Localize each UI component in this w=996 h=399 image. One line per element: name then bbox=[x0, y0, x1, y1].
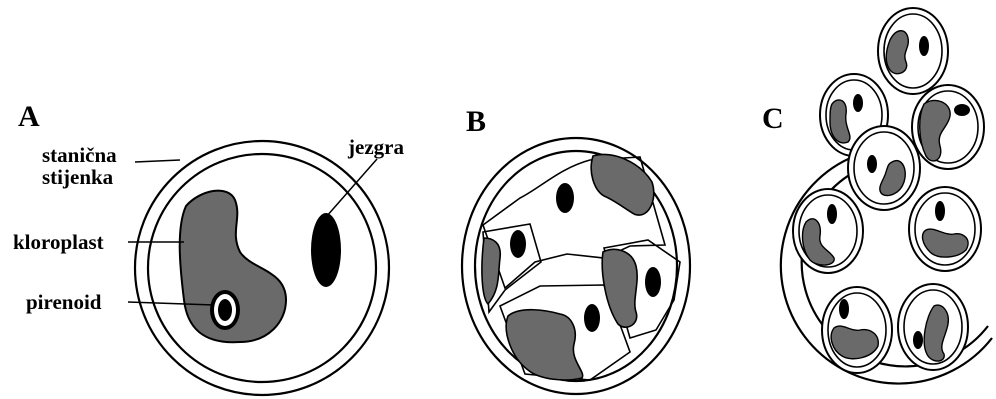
label-pyrenoid: pirenoid bbox=[26, 290, 102, 314]
nucleus-shape bbox=[867, 155, 877, 173]
nucleus-shape bbox=[913, 331, 923, 349]
panel-a: A stanična stijenka jezgra kloroplast pi… bbox=[13, 100, 404, 395]
daughter-cell-wall-outer bbox=[909, 187, 981, 271]
nucleus-shape bbox=[510, 230, 526, 258]
daughter-cell bbox=[898, 284, 968, 370]
daughter-cell-wall-outer bbox=[848, 126, 920, 210]
leader-cell-wall bbox=[135, 160, 180, 162]
panel-c: C bbox=[762, 8, 992, 384]
daughter-cell bbox=[909, 187, 981, 271]
daughter-cell bbox=[822, 287, 892, 373]
nucleus-shape bbox=[919, 36, 929, 56]
leader-nucleus bbox=[326, 159, 377, 217]
label-chloroplast: kloroplast bbox=[13, 230, 104, 254]
daughter-cell bbox=[878, 8, 948, 94]
panel-b-letter: B bbox=[466, 105, 486, 138]
chloroplast-shape bbox=[602, 249, 637, 327]
label-cell-wall-line1: stanična bbox=[42, 143, 117, 167]
nucleus-shape bbox=[311, 213, 341, 287]
pyrenoid-core bbox=[218, 299, 232, 321]
chloroplast-shape bbox=[831, 326, 878, 359]
nucleus-shape bbox=[645, 267, 661, 297]
nucleus-shape bbox=[954, 104, 970, 116]
daughter-cell bbox=[848, 126, 920, 210]
chloroplast-shape bbox=[506, 310, 582, 380]
label-nucleus: jezgra bbox=[347, 135, 404, 159]
nucleus-shape bbox=[556, 183, 574, 213]
panel-c-letter: C bbox=[762, 102, 784, 135]
label-cell-wall-line2: stijenka bbox=[42, 165, 114, 189]
panel-b: B bbox=[462, 105, 690, 394]
nucleus-shape bbox=[584, 304, 600, 332]
nucleus-shape bbox=[827, 204, 837, 224]
chloroplast-shape bbox=[482, 238, 500, 304]
daughter-cell bbox=[793, 189, 863, 273]
panel-a-letter: A bbox=[18, 100, 40, 133]
daughter-cell bbox=[912, 85, 984, 169]
nucleus-shape bbox=[935, 201, 945, 221]
nucleus-shape bbox=[839, 299, 849, 319]
nucleus-shape bbox=[853, 94, 863, 112]
